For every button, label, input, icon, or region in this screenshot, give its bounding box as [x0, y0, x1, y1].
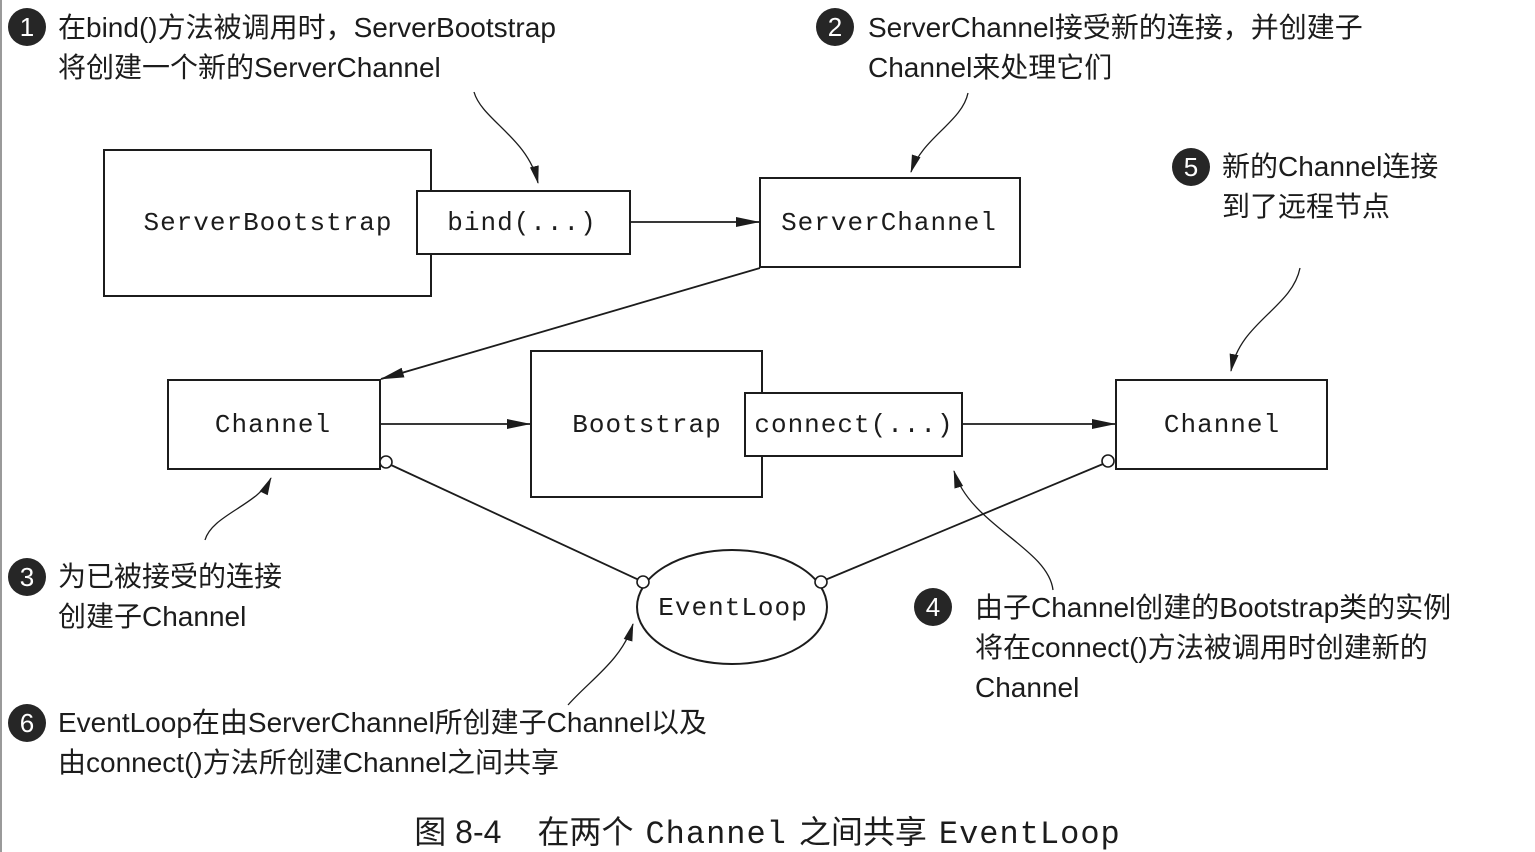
connect-method-box: [744, 392, 963, 457]
connect-method-label: connect(...): [754, 410, 953, 440]
callout-3-number-badge: 3: [8, 558, 46, 596]
callout-4-line-3: Channel: [975, 672, 1080, 703]
callout-3-text: 为已被接受的连接 创建子Channel: [58, 557, 282, 637]
callout-5-text: 新的Channel连接 到了远程节点: [1222, 147, 1438, 227]
caption-code-1: Channel: [645, 816, 787, 852]
callout-1-text: 在bind()方法被调用时，ServerBootstrap 将创建一个新的Ser…: [58, 8, 556, 88]
callout-3-line-2: 创建子Channel: [58, 601, 247, 632]
event-loop-left-port: [636, 575, 650, 589]
caption-text-2: 之间共享: [798, 814, 927, 850]
caption-code-2: EventLoop: [938, 816, 1121, 852]
callout-6-line-2: 由connect()方法所创建Channel之间共享: [58, 747, 560, 778]
callout-6-number-badge: 6: [8, 704, 46, 742]
callout-2-text: ServerChannel接受新的连接，并创建子 Channel来处理它们: [868, 8, 1363, 88]
callout-4-line-2: 将在connect()方法被调用时创建新的: [975, 632, 1428, 663]
server-channel-box: [759, 177, 1021, 268]
caption-text-1: 在两个: [537, 814, 634, 850]
event-loop-ellipse: [636, 549, 828, 665]
callout-6-text: EventLoop在由ServerChannel所创建子Channel以及 由c…: [58, 703, 707, 783]
callout-4-pointer: [953, 470, 1054, 591]
callout-2-line-2: Channel来处理它们: [868, 52, 1113, 83]
child-channel-label: Channel: [215, 410, 331, 440]
bootstrap-label: Bootstrap: [572, 410, 721, 440]
remote-channel-port: [1101, 454, 1115, 468]
server-channel-label: ServerChannel: [781, 208, 997, 238]
callout-2-line-1: ServerChannel接受新的连接，并创建子: [868, 12, 1363, 43]
callout-1-number-badge: 1: [8, 8, 46, 46]
callout-4-number-badge: 4: [914, 588, 952, 626]
callout-5-line-2: 到了远程节点: [1222, 191, 1391, 222]
callout-2-number-badge: 2: [816, 8, 854, 46]
callout-2-pointer: [910, 92, 969, 173]
page-edge-line: [0, 0, 2, 852]
server-channel-to-child-channel-arrow: [380, 267, 761, 380]
callout-4-line-1: 由子Channel创建的Bootstrap类的实例: [975, 592, 1452, 623]
remote-channel-event-loop-link: [824, 463, 1104, 581]
bind-method-label: bind(...): [447, 208, 596, 238]
child-channel-box: [167, 379, 381, 470]
callout-5-pointer: [1229, 267, 1301, 372]
callout-1-line-2: 将创建一个新的ServerChannel: [58, 52, 441, 83]
callout-5-line-1: 新的Channel连接: [1222, 151, 1439, 182]
callout-3-pointer: [204, 477, 272, 541]
callout-1-pointer: [473, 91, 539, 184]
figure-label: 图 8-4: [414, 814, 502, 850]
callout-3-line-1: 为已被接受的连接: [58, 561, 283, 592]
event-loop-right-port: [814, 575, 828, 589]
server-bootstrap-box: [103, 149, 432, 297]
bootstrap-box: [530, 350, 763, 498]
callout-1-line-1: 在bind()方法被调用时，ServerBootstrap: [58, 12, 556, 43]
callout-5-number-badge: 5: [1172, 148, 1210, 186]
event-loop-label: EventLoop: [658, 593, 807, 623]
child-channel-event-loop-link: [390, 464, 640, 581]
callout-6-line-1: EventLoop在由ServerChannel所创建子Channel以及: [58, 707, 707, 738]
figure-caption: 图 8-4 在两个 Channel 之间共享 EventLoop: [0, 812, 1535, 852]
remote-channel-label: Channel: [1164, 410, 1280, 440]
server-bootstrap-label: ServerBootstrap: [143, 208, 392, 238]
callout-6-pointer: [567, 623, 634, 706]
callout-4-text: 由子Channel创建的Bootstrap类的实例 将在connect()方法被…: [975, 588, 1451, 708]
child-channel-port: [379, 455, 393, 469]
remote-channel-box: [1115, 379, 1328, 470]
